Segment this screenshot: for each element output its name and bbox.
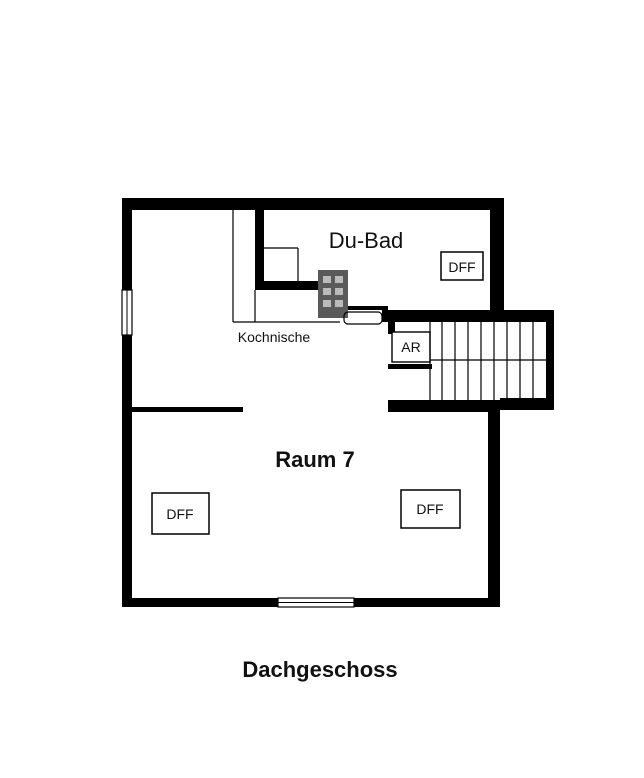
- roof-window-left: DFF: [151, 492, 210, 535]
- main-room-label: Raum 7: [275, 447, 354, 472]
- window-left: [121, 289, 133, 336]
- exterior-walls: [122, 198, 504, 607]
- window-bottom: [277, 597, 355, 608]
- kitchenette-label: Kochnische: [238, 329, 311, 345]
- stove-block: [318, 270, 348, 318]
- staircase: [429, 322, 546, 400]
- roof-window-bath-label: DFF: [448, 259, 475, 275]
- roof-window-right: DFF: [400, 489, 461, 529]
- floor-caption: Dachgeschoss: [242, 657, 397, 682]
- roof-window-right-label: DFF: [416, 501, 443, 517]
- kitchenette-counter: [232, 210, 340, 323]
- interior-walls: [132, 310, 554, 412]
- storage-label: AR: [401, 339, 420, 355]
- roof-window-left-label: DFF: [166, 506, 193, 522]
- bath-label: Du-Bad: [329, 228, 404, 253]
- hatch-opening: [343, 311, 383, 325]
- roof-window-bath: DFF: [440, 251, 484, 281]
- bath-walls: [255, 206, 388, 310]
- storage-room: [391, 331, 431, 363]
